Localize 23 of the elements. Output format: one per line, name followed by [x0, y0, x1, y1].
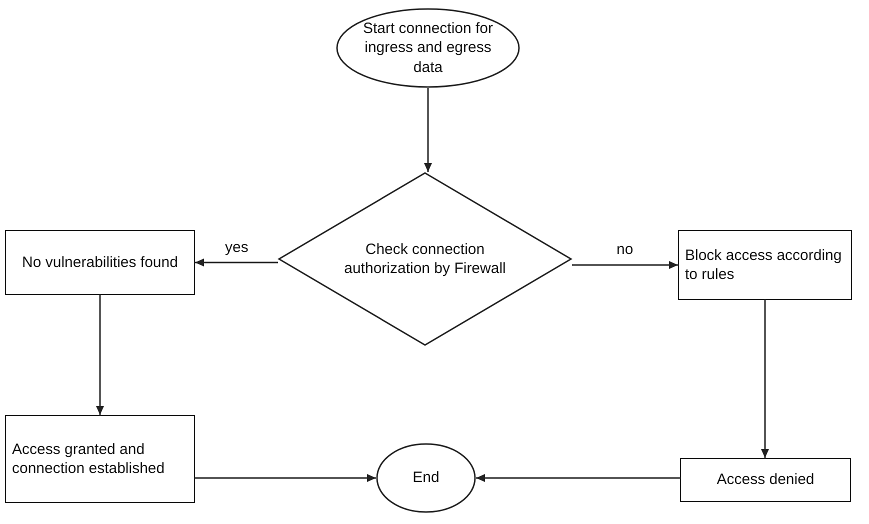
process-box	[678, 230, 852, 300]
arrow	[424, 88, 432, 172]
arrow	[572, 261, 678, 269]
process-box	[5, 415, 195, 503]
arrow	[195, 258, 278, 266]
node-label: Access granted and connection established	[11, 440, 166, 478]
node-label: No vulnerabilities found	[21, 252, 179, 272]
decision-diamond	[278, 172, 572, 346]
end-ellipse	[376, 443, 476, 513]
node-label: End	[412, 468, 440, 488]
process-box	[5, 230, 195, 295]
node-label: Start connection for ingress and egress data	[362, 18, 494, 78]
process-box	[680, 458, 851, 502]
edge-label: yes	[225, 238, 248, 256]
node-label: Block access according to rules	[684, 246, 843, 284]
arrow	[761, 300, 769, 458]
node-label: Access denied	[716, 470, 816, 490]
arrow	[476, 474, 680, 482]
node-label: Check connection authorization by Firewall	[343, 240, 507, 278]
arrow	[195, 474, 376, 482]
edge-label: no	[616, 241, 634, 258]
arrow	[96, 295, 104, 415]
start-ellipse	[336, 8, 520, 88]
